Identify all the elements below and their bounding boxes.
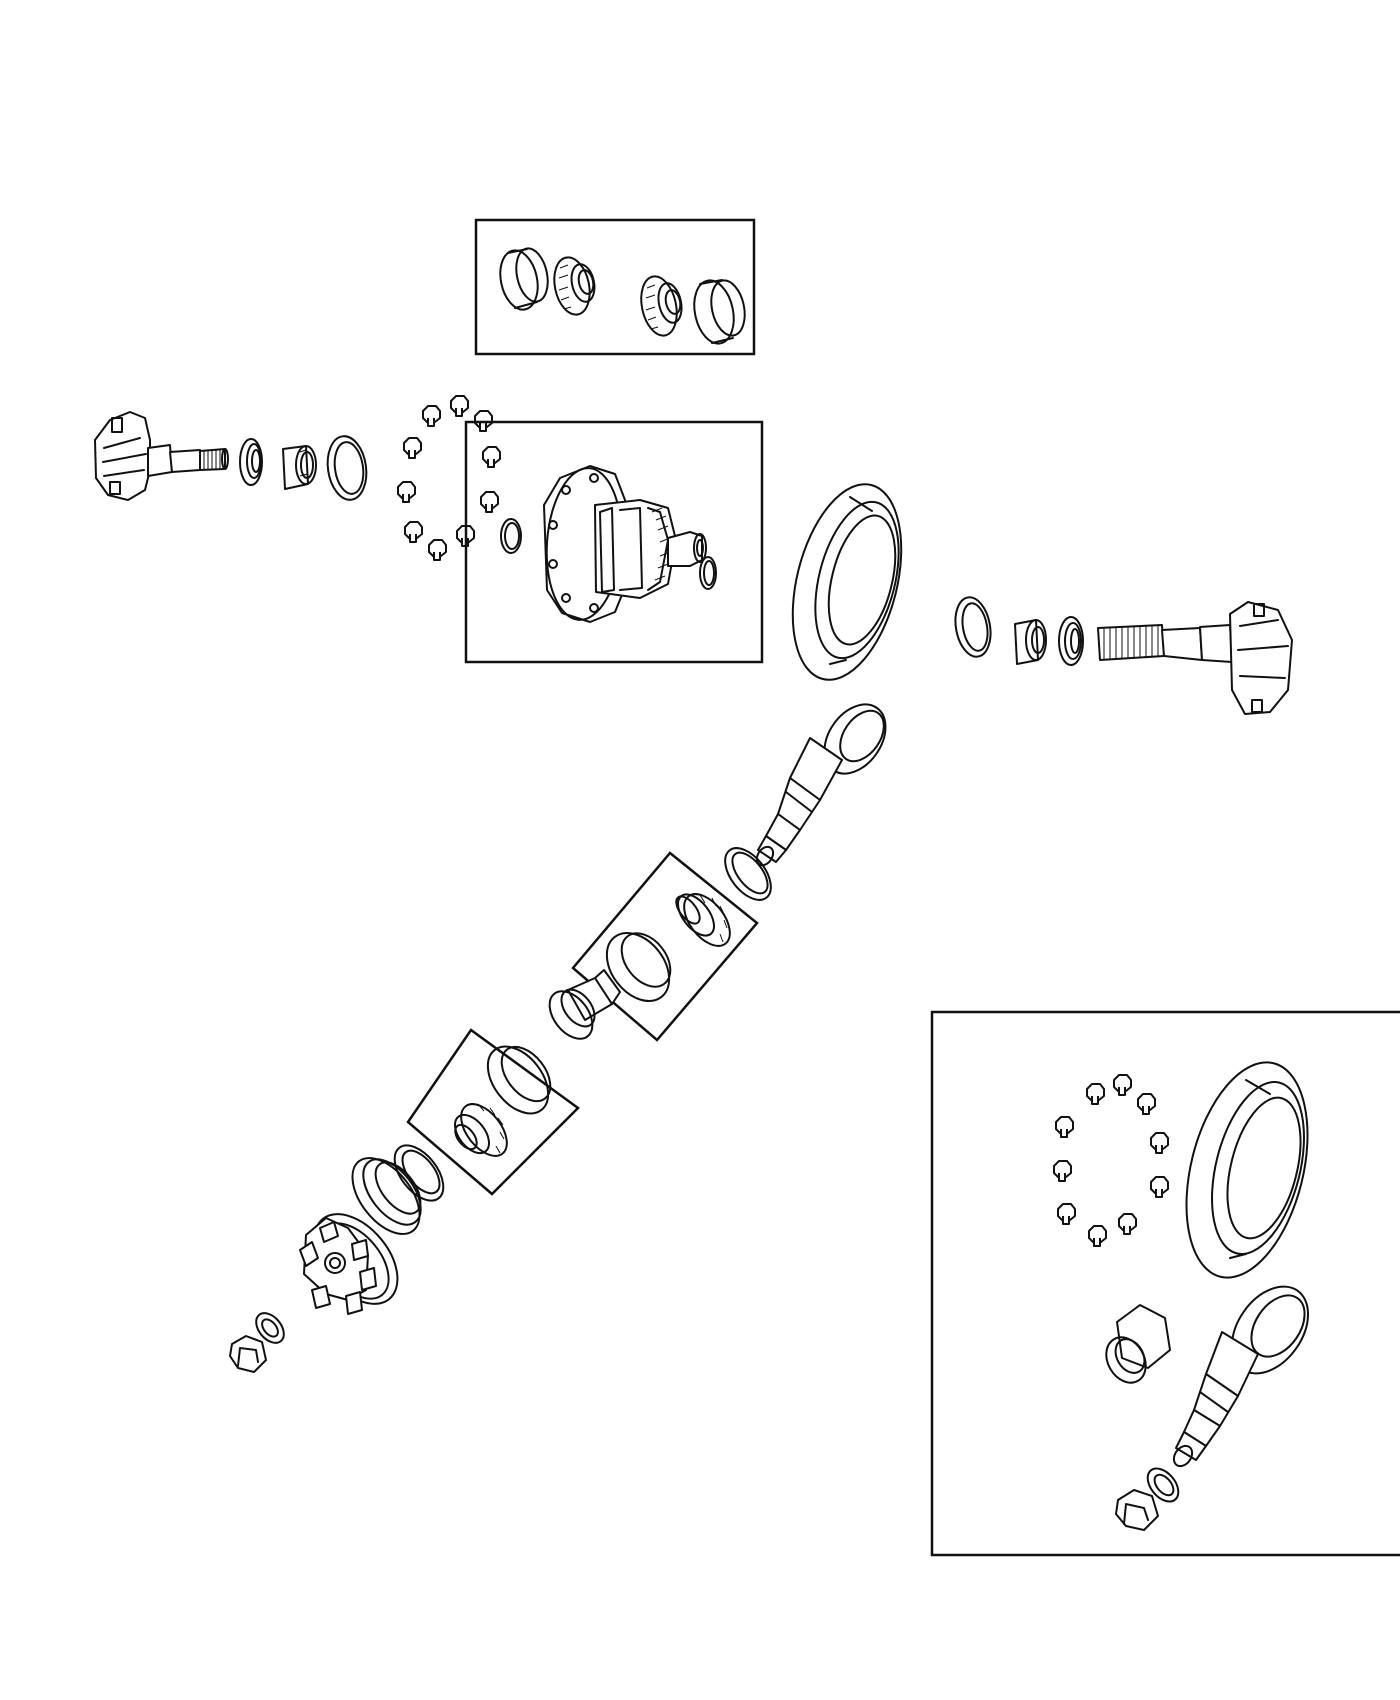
left-axle-shaft [94,411,229,501]
pinion-yoke [299,1213,399,1315]
right-axle-bearing [1014,619,1047,665]
differential-snap-ring-left [500,518,522,554]
differential-snap-ring-right [699,556,717,590]
pinion-nut-kit [1115,1489,1159,1531]
bearing-cup-left [499,247,549,311]
right-shim-washer [954,596,992,658]
collapsible-spacer-kit [1105,1304,1171,1384]
pinion-bearing-cup-outer [486,1045,552,1115]
pinion-seal [351,1157,422,1235]
pinion-bearing-cone-inner [675,893,731,947]
differential-case [543,465,707,623]
ring-gear [791,483,903,681]
pinion-bearing-box-upper [571,851,759,1042]
bearing-kit-box [474,218,756,356]
pinion-bearing-box-lower [406,1028,580,1196]
pinion-gear [755,703,887,867]
right-axle-seal [1058,616,1084,666]
left-axle-bearing [282,445,317,490]
left-shim-washer [326,435,368,501]
ring-gear-bolts-upper [397,395,501,561]
pinion-depth-shim [724,847,772,901]
pinion-bearing-cup-inner [605,932,672,1002]
bearing-cone-right [640,275,683,337]
pinion-washer-kit [1146,1467,1180,1503]
left-axle-seal [239,438,263,486]
collapsible-spacer [548,969,621,1040]
ring-gear-kit [1185,1061,1309,1279]
pinion-nut [229,1335,267,1373]
pinion-shim-lower [393,1144,445,1202]
pinion-bearing-cone-outer [454,1103,508,1157]
bearing-cup-right [693,279,746,345]
right-axle-shaft [1097,601,1293,715]
ring-and-pinion-box [930,1010,1400,1557]
differential-case-box [464,420,764,664]
ring-gear-bolts-kit [1053,1074,1169,1247]
pinion-gear-kit [1172,1285,1310,1468]
bearing-cone-left [553,256,596,316]
pinion-washer [255,1312,285,1344]
